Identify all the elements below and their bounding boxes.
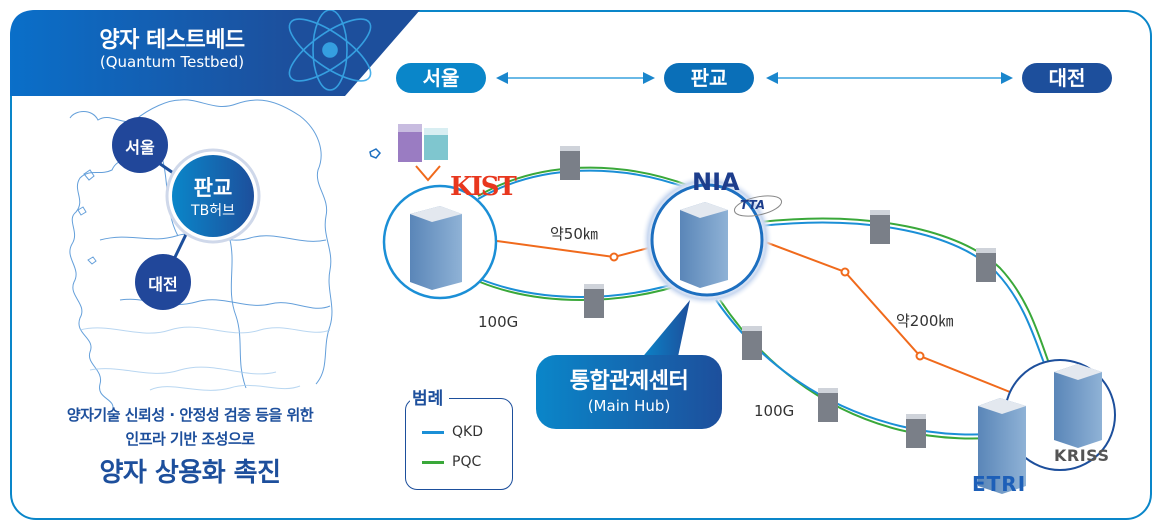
qkd-swatch	[422, 430, 444, 434]
map-label-seoul: 서울	[125, 138, 155, 157]
tower-building-icon	[1054, 364, 1102, 448]
slogan-headline: 양자 상용화 촉진	[99, 458, 281, 488]
distance-pangyo-daejeon: 약200㎞	[896, 312, 954, 330]
legend-label-qkd: QKD	[452, 424, 483, 440]
arrow-left-icon	[766, 72, 778, 84]
kist-logo: KIST	[450, 172, 517, 202]
main-hub-callout: 통합관제센터 (Main Hub)	[536, 355, 722, 429]
map-label-pangyo: 판교	[193, 176, 233, 200]
fiber-node	[915, 351, 925, 361]
kriss-logo: KRISS	[1054, 446, 1110, 465]
outer-frame	[10, 10, 1152, 520]
route-stop-pangyo: 판교	[664, 63, 754, 93]
fiber-node	[609, 252, 619, 262]
legend-box	[405, 398, 513, 490]
map-sublabel-pangyo: TB허브	[191, 203, 235, 219]
office-building-icon	[398, 124, 448, 162]
legend-label-pqc: PQC	[452, 454, 482, 470]
route-stop-daejeon: 대전	[1022, 63, 1112, 93]
slogan-line-1: 양자기술 신뢰성 · 안정성 검증 등을 위한	[66, 406, 314, 424]
page-title: 양자 테스트베드	[99, 28, 245, 53]
title-banner	[10, 10, 420, 96]
bandwidth-west: 100G	[478, 313, 519, 331]
page-subtitle: (Quantum Testbed)	[99, 53, 245, 71]
atom-icon	[288, 10, 372, 91]
map-label-daejeon: 대전	[148, 275, 178, 294]
map-node-daejeon	[135, 254, 191, 310]
distance-seoul-pangyo: 약50㎞	[550, 225, 598, 243]
legend-title: 범례	[410, 384, 450, 409]
nia-logo: NIA	[692, 168, 740, 196]
map-node-pangyo	[172, 155, 254, 237]
map-node-seoul	[112, 117, 168, 173]
slogan-line-2: 인프라 기반 조성으로	[125, 430, 255, 448]
bandwidth-east: 100G	[754, 402, 795, 420]
tower-building-icon	[978, 398, 1026, 494]
tower-building-icon	[680, 202, 728, 288]
arrow-right-icon	[643, 72, 655, 84]
route-stop-seoul: 서울	[396, 63, 486, 93]
pqc-swatch	[422, 460, 444, 464]
fiber-node	[840, 267, 850, 277]
arrow-right-icon	[1001, 72, 1013, 84]
legend-item-qkd: QKD	[422, 424, 483, 440]
arrow-left-icon	[496, 72, 508, 84]
legend-item-pqc: PQC	[422, 454, 481, 470]
main-hub-title: 통합관제센터	[569, 369, 689, 394]
main-hub-subtitle: (Main Hub)	[587, 397, 671, 415]
tta-logo: TTA	[740, 198, 766, 212]
relay-building-icon	[560, 150, 996, 448]
etri-logo: ETRI	[972, 472, 1027, 496]
tower-building-icon	[410, 206, 462, 290]
